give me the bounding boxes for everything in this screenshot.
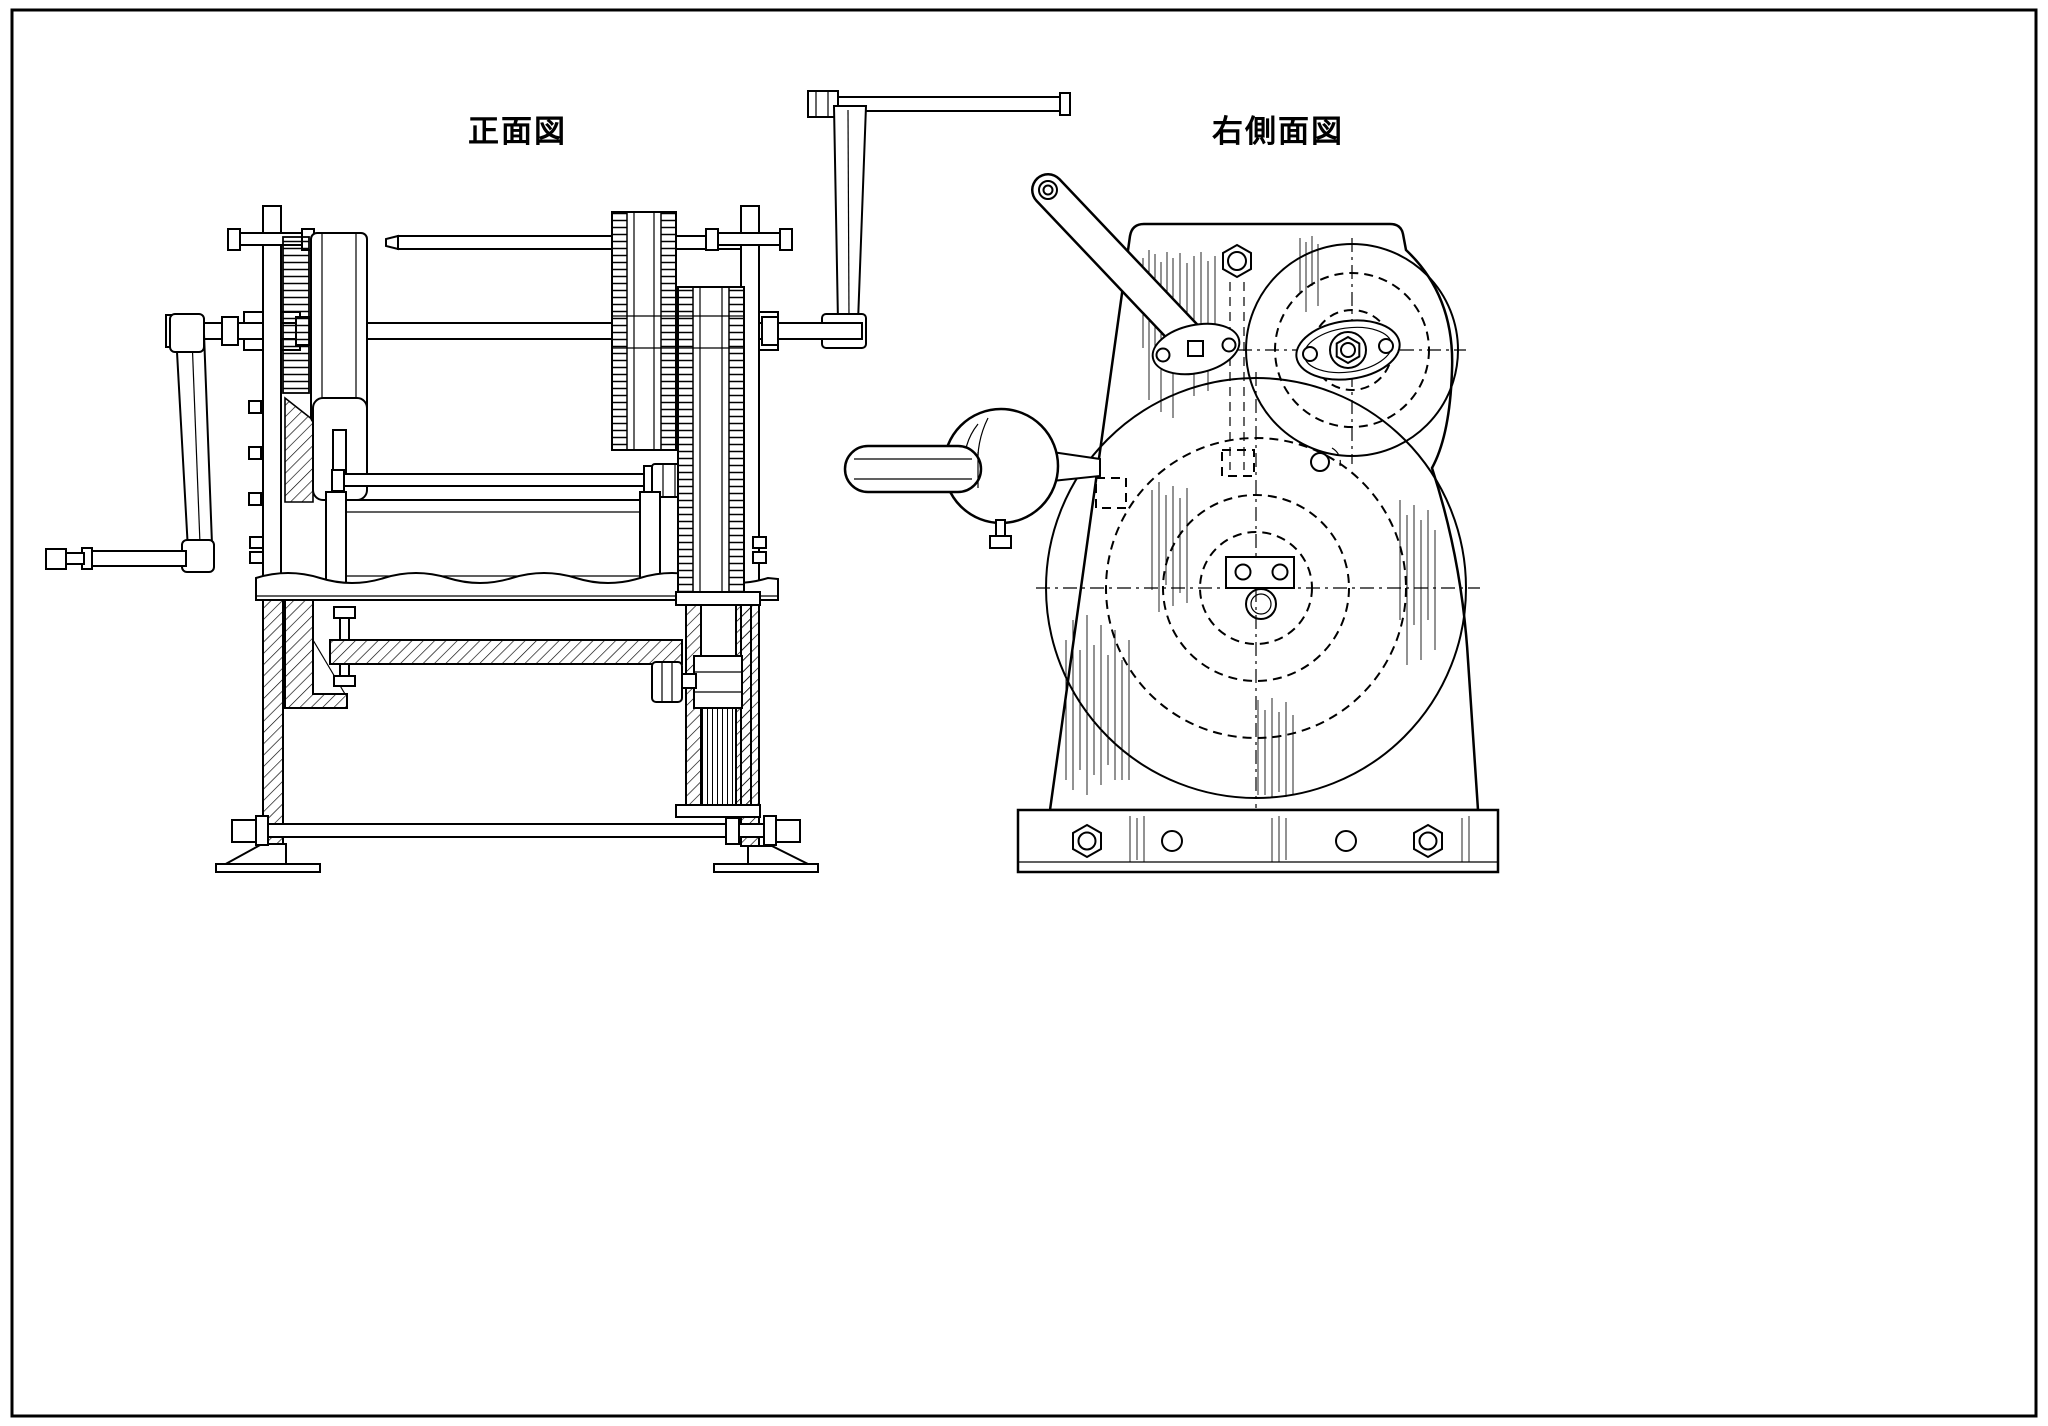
top-tie-rod: [385, 234, 747, 251]
front-view-label: 正面図: [468, 114, 567, 149]
bottom-tie-rod: [231, 815, 801, 846]
hatch-shading: [1257, 698, 1294, 798]
side-base-plate: [1016, 808, 1500, 874]
square-shaft-hole: [1187, 340, 1204, 357]
ball-handle: [843, 407, 1101, 549]
hidden-details: [1095, 447, 1341, 509]
hatch-shading: [1399, 500, 1436, 665]
foot-left: [215, 843, 321, 873]
bracket-left: [284, 599, 348, 709]
front-view-drawing: [45, 90, 1071, 873]
handle-grip: [843, 444, 983, 494]
upper-axle-flange: [1238, 238, 1466, 464]
left-crank-assembly: [45, 313, 215, 573]
gear-train: [611, 211, 745, 594]
frame-plate-left: [262, 205, 282, 599]
top-crank-assembly: [807, 90, 1071, 349]
drum-tie-rod: [331, 463, 687, 498]
ratchet-wheel: [282, 236, 310, 394]
pulley-disc: [310, 232, 368, 424]
hatch-shading: [1129, 816, 1470, 862]
crank-arm-left: [174, 333, 214, 552]
side-view-drawing: [843, 173, 1500, 874]
winding-drum: [325, 491, 661, 595]
base-hex-nut-left: [1072, 823, 1102, 859]
flywheel-circles: [1036, 372, 1480, 808]
center-bearing-plate: [1225, 556, 1295, 620]
cross-beam: [329, 639, 683, 665]
base-hole: [1161, 830, 1183, 852]
base-hex-nut-right: [1413, 823, 1443, 859]
top-nut: [1221, 243, 1255, 477]
gear-small: [611, 211, 677, 451]
side-view-label: 右側面図: [1212, 114, 1344, 149]
crank-arm-right: [832, 105, 868, 323]
hatch-shading: [1065, 615, 1130, 795]
gear-large: [677, 286, 745, 594]
base-frame: [215, 591, 819, 873]
base-hole: [1335, 830, 1357, 852]
foot-right: [713, 845, 819, 873]
sheet-border: [10, 8, 2038, 1418]
hatch-shading: [1299, 236, 1319, 312]
leg-left: [262, 599, 284, 845]
side-crank-arm: [1031, 173, 1241, 376]
wheel-support: [651, 591, 761, 818]
